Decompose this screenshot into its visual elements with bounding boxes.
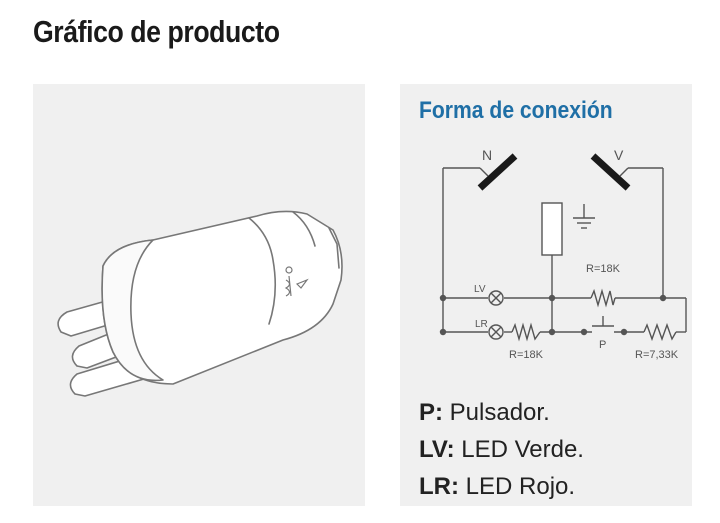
legend-row-p: P: Pulsador. [419,394,584,431]
legend-row-lv: LV: LED Verde. [419,431,584,468]
legend-text: LED Rojo. [458,473,576,500]
legend-key: LR: [419,473,459,500]
plug-drawing [57,210,343,397]
connection-title: Forma de conexión [419,97,613,124]
plug-face [101,239,164,382]
legend-text: LED Verde. [454,436,584,463]
legend-text: Pulsador. [443,399,550,426]
legend-key: P: [419,399,443,426]
page-title: Gráfico de producto [33,14,280,49]
product-image-panel [33,84,365,506]
legend: P: Pulsador. LV: LED Verde. LR: LED Rojo… [419,394,584,505]
legend-key: LV: [419,436,455,463]
legend-row-lr: LR: LED Rojo. [419,468,584,505]
connection-panel [400,84,692,506]
